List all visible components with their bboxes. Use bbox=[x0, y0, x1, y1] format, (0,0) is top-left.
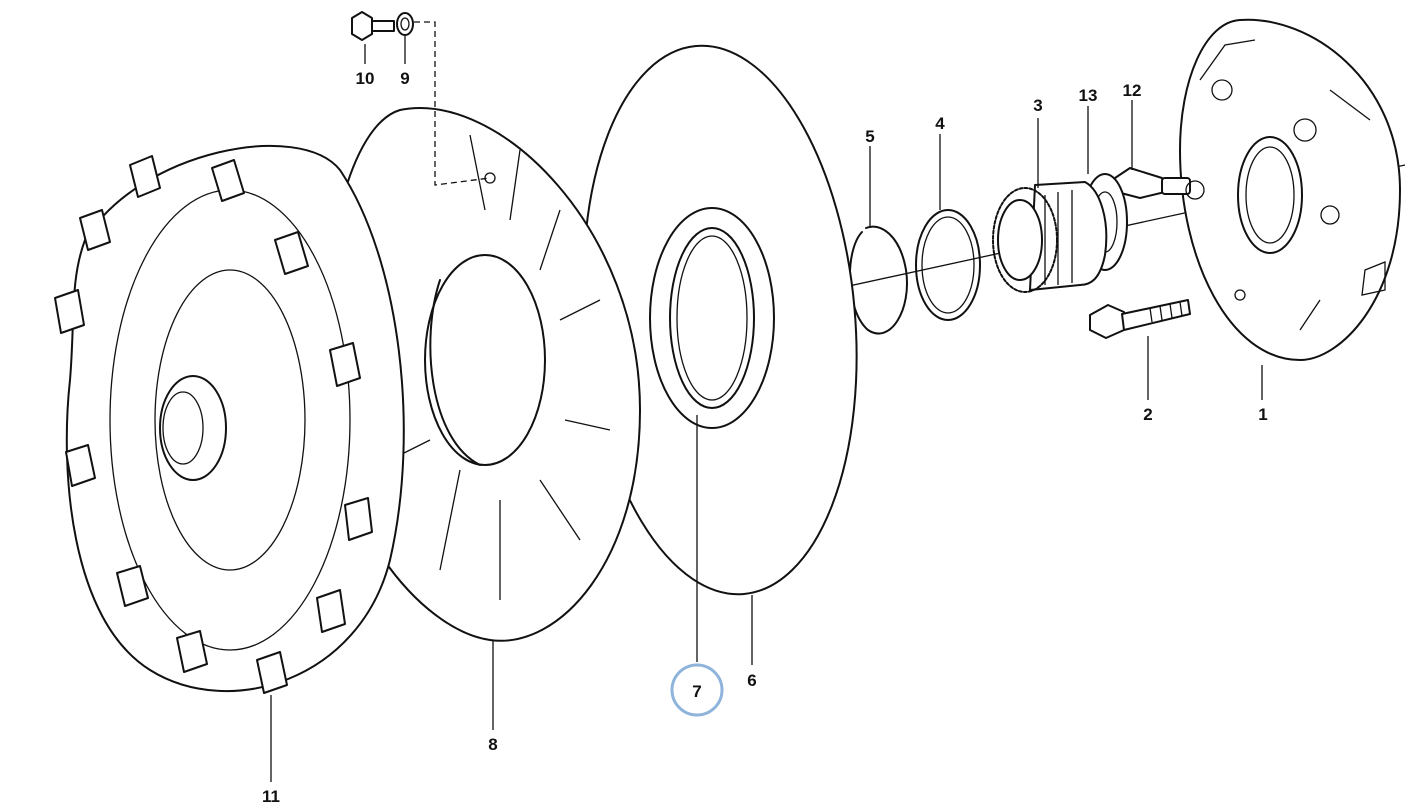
leader-lines bbox=[270, 36, 1263, 782]
part-4-o-ring[interactable] bbox=[915, 209, 981, 321]
callout-7-highlight-ring bbox=[670, 663, 724, 717]
part-10-bolt[interactable] bbox=[351, 11, 395, 41]
callout-label-6: 6 bbox=[747, 671, 756, 690]
part-8-bolt-hole bbox=[484, 172, 496, 184]
callout-label-5: 5 bbox=[865, 127, 874, 146]
callout-label-2: 2 bbox=[1143, 405, 1152, 424]
callout-label-11: 11 bbox=[262, 787, 280, 806]
part-12-sensor[interactable] bbox=[1114, 167, 1205, 200]
callout-label-3: 3 bbox=[1033, 96, 1042, 115]
part-9-washer[interactable] bbox=[396, 12, 414, 36]
part-8-housing[interactable] bbox=[323, 107, 641, 642]
callout-label-10: 10 bbox=[356, 69, 375, 88]
callout-label-7: 7 bbox=[692, 682, 701, 701]
callout-label-8: 8 bbox=[488, 735, 497, 754]
callout-label-9: 9 bbox=[400, 69, 409, 88]
part-4-o-ring-inner bbox=[921, 216, 975, 314]
callout-label-4: 4 bbox=[935, 114, 945, 133]
part-7-seal[interactable] bbox=[649, 207, 775, 429]
part-2-bolt[interactable] bbox=[1089, 299, 1191, 339]
part-3-gear-hub[interactable] bbox=[992, 181, 1108, 293]
callout-label-12: 12 bbox=[1123, 81, 1142, 100]
part-11-torque-converter[interactable] bbox=[54, 144, 405, 694]
part-1-pump-housing[interactable] bbox=[1179, 18, 1401, 361]
callout-label-13: 13 bbox=[1079, 86, 1098, 105]
dashed-install-path bbox=[414, 21, 491, 186]
part-11-lug-row bbox=[54, 155, 373, 694]
callout-label-1: 1 bbox=[1258, 405, 1267, 424]
